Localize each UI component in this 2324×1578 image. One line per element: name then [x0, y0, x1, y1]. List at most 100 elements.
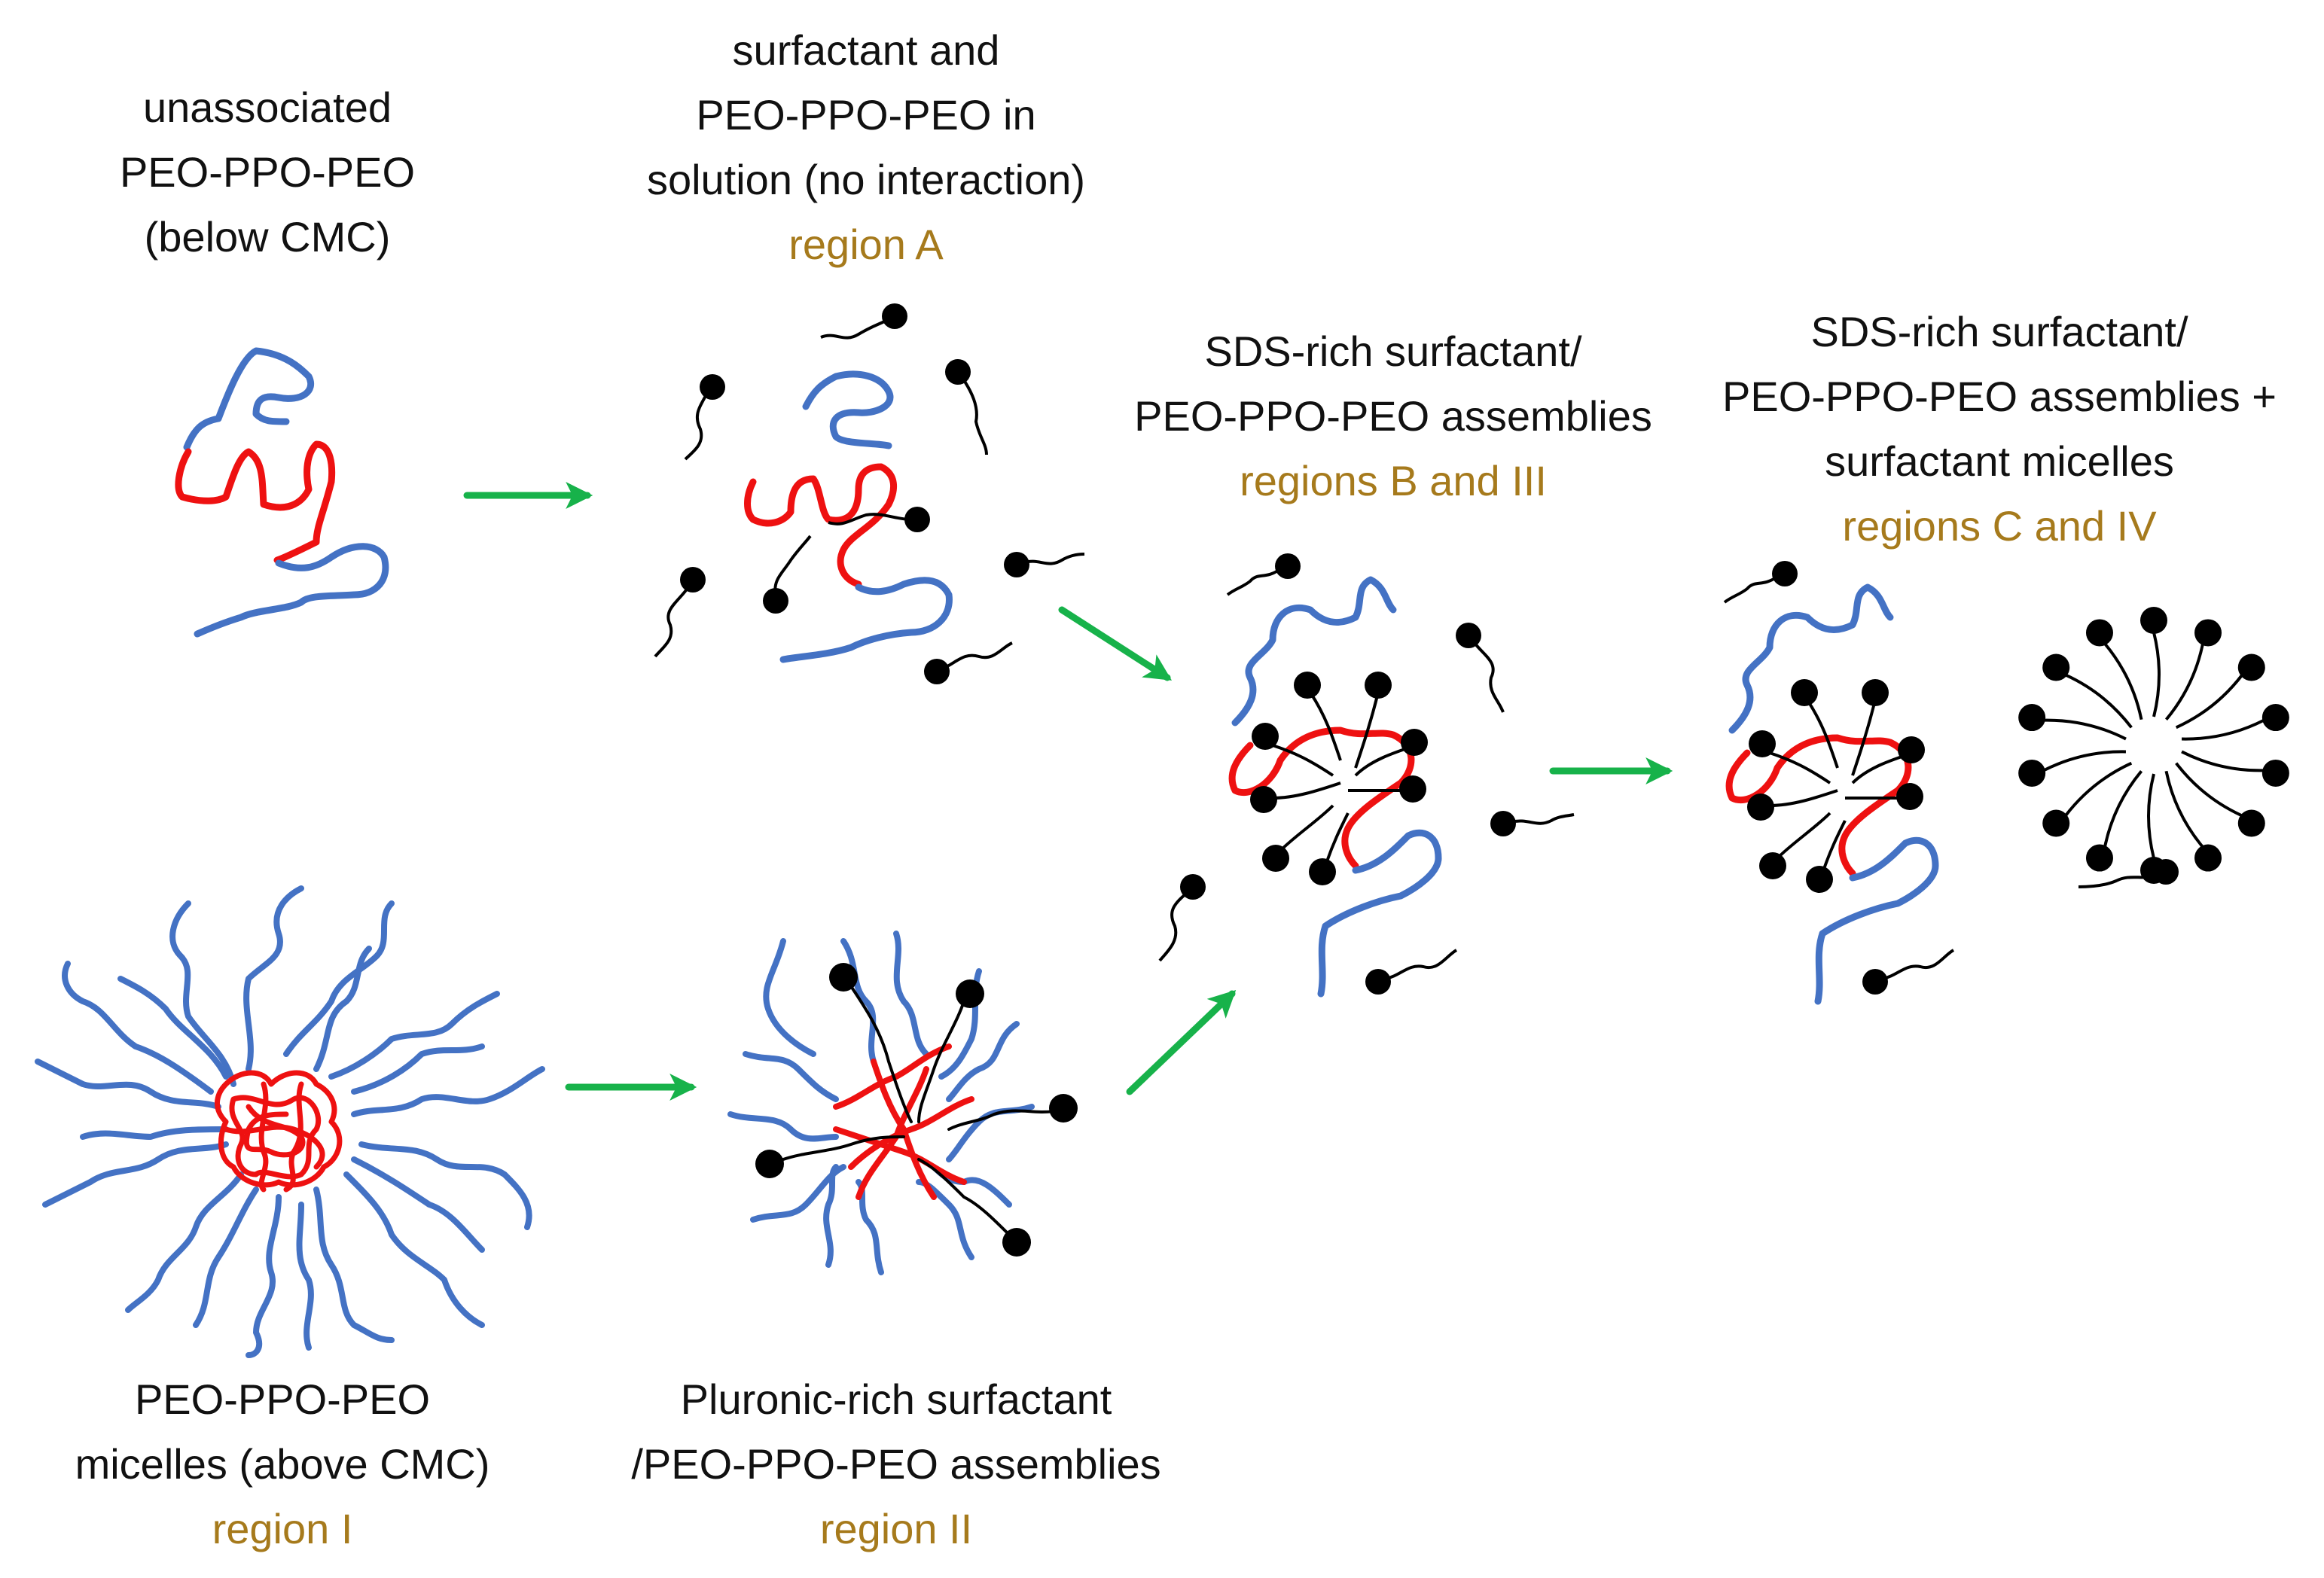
- region-c-assembly-heads: [1747, 679, 1925, 893]
- surfactant-tail: [2042, 750, 2126, 772]
- surfactant-molecule-icon: [1456, 623, 1505, 713]
- region-a-polymer-icon: [744, 370, 953, 663]
- surfactant-molecule-icon: [1004, 552, 1085, 577]
- caption-line: /PEO-PPO-PEO assemblies: [631, 1440, 1161, 1488]
- surfactant-head: [2018, 704, 2046, 732]
- caption-region-c: SDS-rich surfactant/ PEO-PPO-PEO assembl…: [1687, 300, 2312, 559]
- surfactant-head: [1759, 852, 1786, 879]
- region-label: region I: [212, 1505, 353, 1552]
- region-label: region A: [788, 221, 944, 268]
- surfactant-molecule-icon: [924, 641, 1013, 684]
- surfactant-molecule-icon: [1723, 561, 1798, 604]
- surfactant-head: [1294, 672, 1321, 699]
- caption-line: PEO-PPO-PEO: [134, 1375, 431, 1423]
- surfactant-tail: [2064, 673, 2133, 729]
- unassociated-polymer-icon: [175, 347, 389, 638]
- surfactant-molecule-icon: [1226, 553, 1301, 596]
- surfactant-tail: [2043, 718, 2127, 741]
- caption-region-b: SDS-rich surfactant/ PEO-PPO-PEO assembl…: [1092, 319, 1694, 513]
- surfactant-head: [829, 963, 858, 992]
- surfactant-head: [2194, 619, 2222, 647]
- surfactant-tail: [2064, 761, 2133, 817]
- caption-unassociated: unassociated PEO-PPO-PEO (below CMC): [75, 75, 459, 270]
- region-a-surfactants: [654, 303, 1085, 684]
- arrow-icon: [1058, 606, 1173, 681]
- surfactant-tail: [2152, 632, 2161, 717]
- surfactant-head: [1002, 1228, 1031, 1257]
- surfactant-head: [1862, 679, 1889, 706]
- surfactant-tail: [2181, 750, 2265, 772]
- surfactant-tail: [2147, 773, 2155, 859]
- surfactant-molecule-icon: [654, 567, 706, 658]
- surfactant-head: [956, 979, 984, 1008]
- surfactant-molecule-icon: [945, 359, 988, 455]
- polymer-micelle-icon: [35, 885, 545, 1358]
- surfactant-head: [2261, 759, 2289, 787]
- surfactant-head: [1898, 736, 1925, 763]
- surfactant-head: [1791, 679, 1818, 706]
- surfactant-head: [2018, 759, 2046, 787]
- surfactant-head: [1049, 1094, 1078, 1123]
- surfactant-head: [1262, 845, 1289, 872]
- region-b-free-surfactants: [1158, 553, 1575, 995]
- surfactant-molecule-icon: [684, 374, 725, 461]
- surfactant-molecule-icon: [1490, 811, 1575, 836]
- region-ii-assembly-icon: [727, 931, 1078, 1275]
- surfactant-head: [1896, 783, 1923, 810]
- surfactant-head: [1309, 858, 1336, 885]
- surfactant-tail: [2164, 643, 2205, 721]
- caption-line: solution (no interaction): [646, 156, 1086, 203]
- surfactant-head: [2042, 653, 2070, 681]
- surfactant-tail: [2182, 718, 2265, 741]
- region-b-surfactant-heads: [1250, 672, 1428, 885]
- surfactant-head: [2085, 844, 2113, 872]
- surfactant-head: [2085, 619, 2113, 647]
- region-label: region II: [819, 1505, 973, 1552]
- caption-line: PEO-PPO-PEO assemblies: [1134, 392, 1652, 440]
- region-label: regions C and IV: [1842, 502, 2157, 550]
- surfactant-molecule-icon: [828, 507, 930, 532]
- surfactant-molecule-icon: [820, 303, 907, 340]
- surfactant-micelle-icon: [2018, 607, 2289, 884]
- surfactant-head: [1806, 866, 1833, 893]
- region-label: regions B and III: [1240, 457, 1547, 504]
- surfactant-head: [2261, 704, 2289, 732]
- surfactant-tail: [2164, 770, 2204, 848]
- surfactant-molecule-icon: [1365, 949, 1458, 995]
- surfactant-tail: [2103, 769, 2143, 848]
- surfactant-tail: [2175, 762, 2243, 818]
- caption-region-i: PEO-PPO-PEO micelles (above CMC) region …: [23, 1367, 542, 1561]
- surfactant-head: [2237, 653, 2265, 681]
- surfactant-head: [1252, 723, 1279, 750]
- caption-line: Pluronic-rich surfactant: [680, 1375, 1112, 1423]
- surfactant-head: [2140, 607, 2167, 634]
- arrow-icon: [1126, 990, 1237, 1095]
- surfactant-molecule-icon: [1158, 874, 1206, 962]
- caption-line: SDS-rich surfactant/: [1810, 308, 2188, 355]
- caption-line: SDS-rich surfactant/: [1204, 327, 1582, 375]
- surfactant-head: [1250, 786, 1277, 813]
- caption-line: (below CMC): [144, 213, 391, 260]
- surfactant-head: [2042, 809, 2070, 837]
- surfactant-head: [1401, 729, 1428, 756]
- surfactant-head: [1399, 775, 1426, 803]
- surfactant-molecule-icon: [1862, 949, 1955, 995]
- surfactant-head: [2194, 844, 2222, 872]
- caption-line: micelles (above CMC): [75, 1440, 490, 1488]
- process-arrows: [463, 482, 1673, 1101]
- surfactant-molecule-icon: [763, 535, 812, 614]
- caption-region-a: surfactant and PEO-PPO-PEO in solution (…: [572, 18, 1160, 277]
- caption-line: surfactant and: [732, 26, 1000, 74]
- caption-line: PEO-PPO-PEO in: [696, 91, 1036, 139]
- caption-region-ii: Pluronic-rich surfactant /PEO-PPO-PEO as…: [587, 1367, 1205, 1561]
- surfactant-head: [1749, 730, 1776, 757]
- caption-line: PEO-PPO-PEO assemblies +: [1722, 373, 2277, 420]
- surfactant-head: [755, 1150, 784, 1178]
- surfactant-tail: [2103, 642, 2143, 720]
- surfactant-head: [1365, 672, 1392, 699]
- caption-line: unassociated: [142, 84, 392, 131]
- caption-line: PEO-PPO-PEO: [119, 148, 416, 196]
- surfactant-head: [2140, 857, 2167, 884]
- surfactant-head: [1747, 794, 1774, 821]
